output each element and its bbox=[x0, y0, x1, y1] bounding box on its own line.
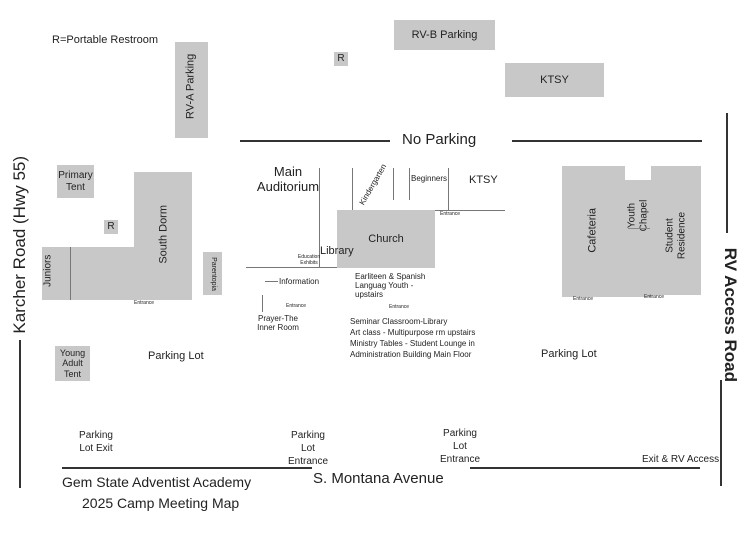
prayer-room-label: Prayer-The Inner Room bbox=[257, 314, 299, 333]
seminar-label: Seminar Classroom-Library bbox=[350, 317, 448, 326]
restroom-top: R bbox=[334, 52, 348, 66]
wall bbox=[628, 228, 650, 229]
montana-line-right bbox=[470, 467, 700, 469]
wall bbox=[246, 267, 337, 268]
no-parking-label: No Parking bbox=[402, 131, 477, 148]
no-parking-line-left bbox=[240, 140, 390, 142]
wall bbox=[352, 168, 353, 210]
rv-access-line-bottom bbox=[720, 380, 722, 486]
cafeteria: Cafeteria bbox=[562, 166, 625, 297]
map-title-line1: Gem State Adventist Academy bbox=[62, 474, 252, 490]
student-residence: Student Residence bbox=[651, 166, 701, 295]
parking-lot-entrance-2: Parking Lot Entrance bbox=[439, 428, 481, 465]
montana-avenue-label: S. Montana Avenue bbox=[313, 470, 444, 487]
parking-lot-left: Parking Lot bbox=[148, 350, 204, 362]
juniors-divider bbox=[70, 247, 71, 300]
parking-lot-entrance-1: Parking Lot Entrance bbox=[287, 430, 329, 467]
wall bbox=[393, 168, 394, 200]
wall bbox=[409, 168, 410, 200]
ktsy-label: KTSY bbox=[469, 174, 498, 186]
no-parking-line-right bbox=[512, 140, 702, 142]
earliteen-label: Earliteen & Spanish Languag Youth - upst… bbox=[355, 272, 426, 300]
young-adult-tent: Young Adult Tent bbox=[55, 346, 90, 381]
education-exhibits-label: Education Exhibits bbox=[297, 254, 321, 266]
juniors: Juniors bbox=[42, 247, 135, 300]
library-label: Library bbox=[320, 245, 354, 257]
art-class-label: Art class - Multipurpose rm upstairs bbox=[350, 328, 476, 337]
entrance-label: Entrance bbox=[644, 294, 665, 300]
ministry-label: Ministry Tables - Student Lounge in bbox=[350, 339, 475, 348]
map-title-line2: 2025 Camp Meeting Map bbox=[82, 495, 240, 511]
rv-b-parking: RV-B Parking bbox=[394, 20, 495, 50]
wall bbox=[265, 281, 278, 282]
legend: R=Portable Restroom bbox=[52, 34, 159, 46]
wall bbox=[448, 168, 449, 210]
karcher-road-line bbox=[19, 340, 21, 488]
karcher-road-label: Karcher Road (Hwy 55) bbox=[10, 155, 30, 334]
restroom-left: R bbox=[104, 220, 118, 234]
admin-label: Administration Building Main Floor bbox=[350, 350, 472, 359]
seminar-notes: Seminar Classroom-Library Art class - Mu… bbox=[350, 316, 475, 360]
entrance-label: Entrance bbox=[134, 300, 155, 306]
rv-access-road-label: RV Access Road bbox=[720, 247, 740, 382]
rv-access-line-top bbox=[726, 113, 728, 233]
primary-tent: Primary Tent bbox=[57, 165, 94, 198]
ktsy-top: KTSY bbox=[505, 63, 604, 97]
church: Church bbox=[337, 210, 435, 268]
montana-line-left bbox=[62, 467, 312, 469]
youth-chapel: Youth Chapel bbox=[625, 180, 652, 297]
main-auditorium-label: Main Auditorium bbox=[256, 164, 320, 194]
exit-rv-access-label: Exit & RV Access bbox=[642, 454, 720, 465]
entrance-label: Entrance bbox=[286, 303, 307, 309]
wall bbox=[319, 168, 320, 268]
parking-lot-exit: Parking Lot Exit bbox=[79, 430, 113, 454]
rv-a-parking: RV-A Parking bbox=[175, 42, 208, 138]
south-dorm: South Dorm bbox=[134, 172, 192, 300]
information-label: Information bbox=[279, 277, 320, 286]
entrance-label: Entrance bbox=[440, 211, 461, 217]
wall bbox=[262, 295, 263, 312]
kindergarten-label: Kindergarten bbox=[357, 162, 389, 207]
entrance-label: Entrance bbox=[389, 304, 410, 310]
beginners-label: Beginners bbox=[411, 174, 448, 183]
parentopia: Parentopia bbox=[203, 252, 222, 295]
parking-lot-right: Parking Lot bbox=[541, 348, 597, 360]
entrance-label: Entrance bbox=[573, 296, 594, 302]
